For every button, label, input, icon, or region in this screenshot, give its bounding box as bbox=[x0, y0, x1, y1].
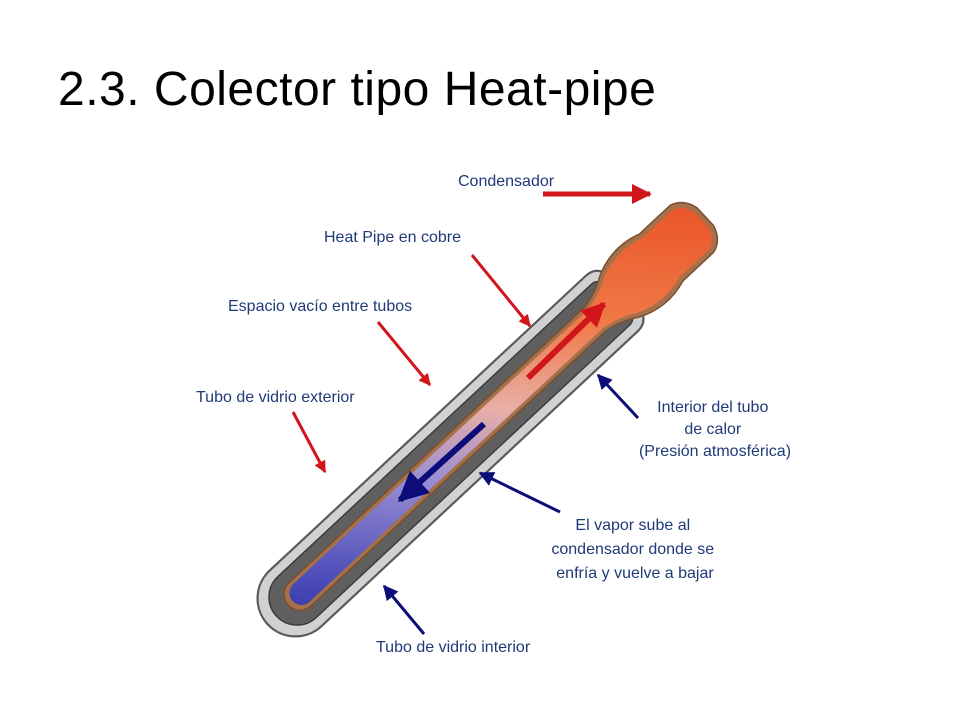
vapor-pointer-arrow bbox=[478, 471, 561, 514]
tubo-exterior-pointer-arrow bbox=[291, 411, 327, 474]
label-condensador: Condensador bbox=[458, 173, 555, 190]
label-vapor: El vapor sube al condensador donde se en… bbox=[551, 517, 718, 582]
heat-pipe-fluid bbox=[289, 207, 713, 605]
heat-pipe-diagram: Condensador Heat Pipe en cobre Espacio v… bbox=[196, 173, 791, 656]
interior-tubo-pointer-arrow bbox=[596, 373, 640, 420]
label-interior-tubo: Interior del tubo de calor (Presión atmo… bbox=[639, 399, 791, 460]
tube-assembly bbox=[256, 201, 719, 638]
label-tubo-interior: Tubo de vidrio interior bbox=[376, 639, 531, 656]
espacio-pointer-arrow bbox=[376, 321, 432, 386]
heat-pipe-pointer-arrow bbox=[470, 254, 532, 327]
vapor-up-arrow bbox=[525, 301, 607, 381]
slide-title: 2.3. Colector tipo Heat-pipe bbox=[58, 63, 657, 116]
label-tubo-exterior: Tubo de vidrio exterior bbox=[196, 389, 355, 406]
heat-pipe-figure: Condensador Heat Pipe en cobre Espacio v… bbox=[180, 128, 810, 718]
label-heat-pipe: Heat Pipe en cobre bbox=[324, 229, 461, 246]
label-espacio-vacio: Espacio vacío entre tubos bbox=[228, 298, 412, 315]
liquid-down-arrow bbox=[397, 421, 487, 503]
tubo-interior-pointer-arrow bbox=[382, 584, 426, 635]
